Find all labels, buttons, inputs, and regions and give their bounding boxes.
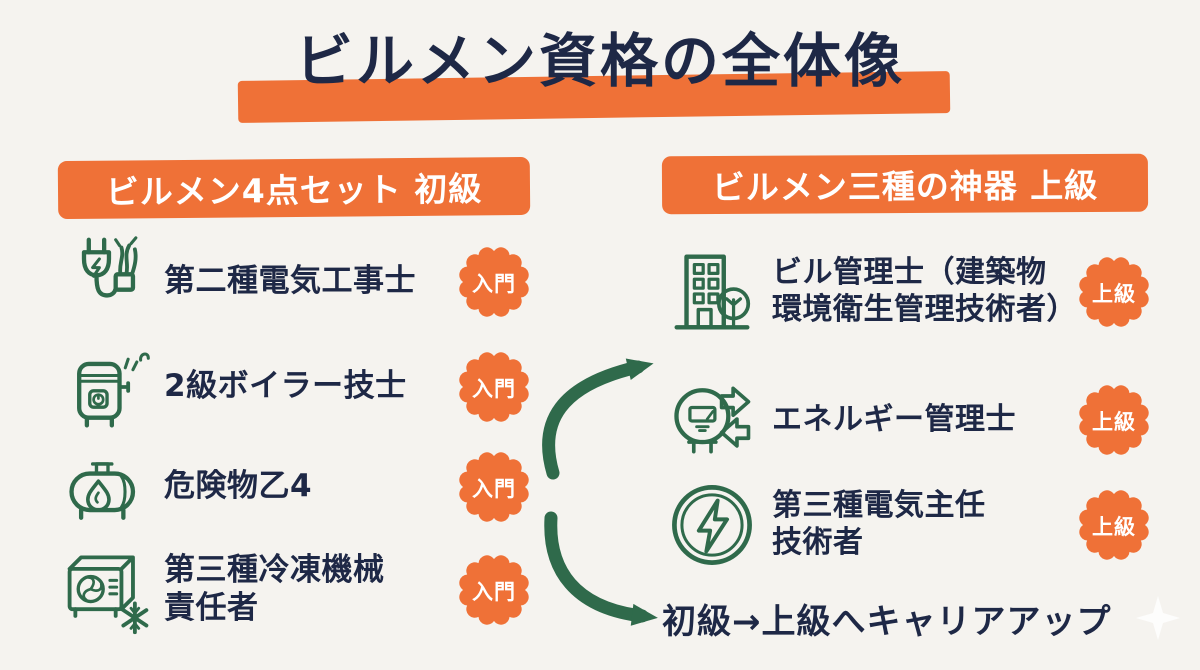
boiler-icon xyxy=(58,339,158,435)
qualification-label: 第二種電気工事士 xyxy=(164,263,416,300)
qualification-label: エネルギー管理士 xyxy=(772,401,1016,437)
right-item-row: ビル管理士（建築物環境衛生管理技術者） 上級 xyxy=(662,240,1150,344)
electric-plug-icon xyxy=(58,234,158,330)
fuel-tank-icon xyxy=(58,439,158,535)
curved-arrow-up-icon xyxy=(542,358,654,480)
left-item-row: 危険物乙4 入門 xyxy=(58,435,530,539)
svg-text:入門: 入門 xyxy=(472,477,516,501)
left-item-row: 第三種冷凍機械責任者 入門 xyxy=(58,538,530,642)
level-badge: 入門 xyxy=(458,351,530,423)
left-item-row: 第二種電気工事士 入門 xyxy=(58,230,530,334)
qualification-label: 第三種電気主任技術者 xyxy=(772,488,986,560)
qualification-label: ビル管理士（建築物環境衛生管理技術者） xyxy=(772,255,1077,327)
level-badge: 上級 xyxy=(1078,489,1150,561)
level-badge: 入門 xyxy=(458,451,530,523)
svg-text:入門: 入門 xyxy=(472,580,516,604)
page-title-block: ビルメン資格の全体像 xyxy=(0,27,1200,123)
building-icon xyxy=(662,243,762,341)
energy-meter-icon xyxy=(662,372,762,468)
curved-arrow-down-icon xyxy=(544,511,658,626)
right-item-row: エネルギー管理士 上級 xyxy=(662,368,1150,472)
level-badge: 入門 xyxy=(458,246,530,318)
svg-text:上級: 上級 xyxy=(1092,410,1136,434)
right-item-row: 第三種電気主任技術者 上級 xyxy=(662,473,1150,577)
left-section-header: ビルメン4点セット 初級 xyxy=(57,156,531,220)
page-title: ビルメン資格の全体像 xyxy=(294,27,905,95)
qualification-label: 第三種冷凍機械責任者 xyxy=(164,552,385,626)
career-up-label: 初級→上級へキャリアアップ xyxy=(662,602,1112,642)
career-up-arrows xyxy=(542,358,658,626)
left-item-row: 2級ボイラー技士 入門 xyxy=(58,335,530,439)
bolt-circle-icon xyxy=(662,478,762,572)
right-section-header: ビルメン三種の神器 上級 xyxy=(661,153,1149,215)
qualification-label: 危険物乙4 xyxy=(164,468,313,505)
svg-text:入門: 入門 xyxy=(472,272,516,296)
level-badge: 上級 xyxy=(1078,256,1150,328)
svg-text:入門: 入門 xyxy=(472,377,516,401)
qualification-label: 2級ボイラー技士 xyxy=(164,368,407,405)
sparkle-icon xyxy=(1136,596,1180,640)
svg-text:上級: 上級 xyxy=(1092,282,1136,306)
svg-text:上級: 上級 xyxy=(1092,515,1136,539)
ac-unit-icon xyxy=(58,542,158,638)
level-badge: 上級 xyxy=(1078,384,1150,456)
level-badge: 入門 xyxy=(458,554,530,626)
